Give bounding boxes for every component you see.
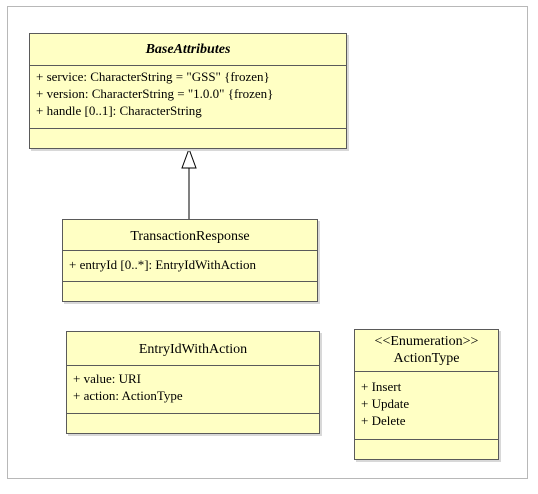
attribute: + handle [0..1]: CharacterString (36, 103, 202, 118)
class-transaction-response[interactable]: TransactionResponse + entryId [0..*]: En… (62, 219, 318, 302)
attribute: + version: CharacterString = "1.0.0" {fr… (36, 86, 274, 101)
attribute-compartment: + service: CharacterString = "GSS" {froz… (30, 65, 346, 128)
operation-compartment (63, 281, 317, 301)
operation-compartment (355, 439, 498, 459)
class-header: EntryIdWithAction (67, 332, 319, 365)
class-header: TransactionResponse (63, 220, 317, 250)
enum-literal: + Insert (361, 379, 402, 394)
class-entry-id-with-action[interactable]: EntryIdWithAction + value: URI + action:… (66, 331, 320, 434)
class-name: EntryIdWithAction (138, 342, 248, 357)
class-header: BaseAttributes (30, 34, 346, 65)
attribute: + value: URI (73, 371, 141, 386)
class-header: <<Enumeration>> ActionType (355, 330, 498, 371)
attribute-compartment: + entryId [0..*]: EntryIdWithAction (63, 250, 317, 281)
class-name: TransactionResponse (130, 229, 250, 244)
attribute: + entryId [0..*]: EntryIdWithAction (69, 257, 256, 272)
attribute-compartment: + value: URI + action: ActionType (67, 365, 319, 413)
literal-compartment: + Insert + Update + Delete (355, 371, 498, 439)
enum-literal: + Update (361, 396, 410, 411)
stereotype-label: <<Enumeration>> (374, 334, 479, 349)
class-name: ActionType (393, 351, 460, 366)
attribute: + service: CharacterString = "GSS" {froz… (36, 69, 270, 84)
generalization-arrowhead (181, 147, 197, 169)
operation-compartment (67, 413, 319, 433)
attribute: + action: ActionType (73, 388, 183, 403)
enum-action-type[interactable]: <<Enumeration>> ActionType + Insert + Up… (354, 329, 499, 460)
enum-literal: + Delete (361, 413, 406, 428)
operation-compartment (30, 128, 346, 148)
class-base-attributes[interactable]: BaseAttributes + service: CharacterStrin… (29, 33, 347, 149)
class-name: BaseAttributes (145, 42, 231, 57)
